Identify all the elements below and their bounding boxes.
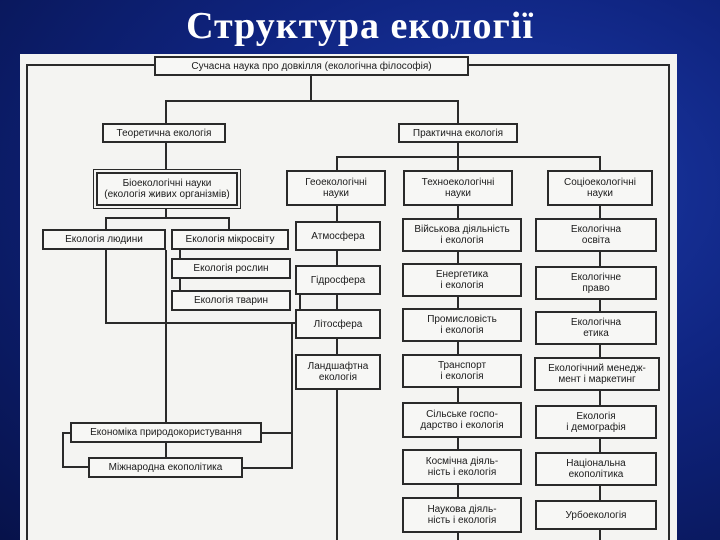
techno-item-agriculture: Сільське госпо- дарство і екологія	[402, 402, 522, 438]
nature-economics-left-line	[62, 432, 74, 434]
ecopolitics-left-line	[62, 466, 88, 468]
geo-item-atmosphere: Атмосфера	[295, 221, 381, 251]
theoretical-up-line	[165, 100, 167, 123]
bioecology-down-line	[165, 206, 167, 218]
socio-item-law: Екологічне право	[535, 266, 657, 300]
plants-animals-right-line	[299, 268, 301, 324]
theoretical-ecology-node: Теоретична екологія	[102, 123, 226, 143]
geo-item-landscape-ecology: Ландшафтна екологія	[295, 354, 381, 390]
branch-horizontal-line	[165, 100, 458, 102]
techno-item-energy: Енергетика і екологія	[402, 263, 522, 297]
panel-frame-left-line	[26, 64, 28, 540]
micro-ecology-up-line	[228, 217, 230, 229]
theoretical-join-line	[291, 322, 293, 469]
socio-item-education: Екологічна освіта	[535, 218, 657, 252]
socio-item-demography: Екологія і демографія	[535, 405, 657, 439]
socio-item-national-ecopolitics: Національна екополітика	[535, 452, 657, 486]
practical-ecology-node: Практична екологія	[398, 123, 518, 143]
root-down-line	[310, 74, 312, 102]
nature-economics-right-line	[261, 432, 293, 434]
geo-sciences-node: Геоекологічні науки	[286, 170, 386, 206]
techno-item-science: Наукова діяль- ність і екологія	[402, 497, 522, 533]
human-ecology-return-line	[105, 322, 301, 324]
root-node: Сучасна наука про довкілля (екологічна ф…	[154, 56, 469, 76]
techno-item-space: Космічна діяль- ність і екологія	[402, 449, 522, 485]
micro-ecology-node: Екологія мікросвіту	[171, 229, 289, 250]
practical-down-line	[457, 142, 459, 157]
nature-economics-node: Економіка природокористування	[70, 422, 262, 443]
bioecology-node: Біоекологічні науки (екологія живих орга…	[96, 172, 238, 206]
geo-item-lithosphere: Літосфера	[295, 309, 381, 339]
theoretical-main-line	[165, 250, 167, 464]
socio-up-line	[599, 156, 601, 170]
techno-item-industry: Промисловість і екологія	[402, 308, 522, 342]
ecopolitics-right-line	[243, 467, 293, 469]
root-left-line	[26, 64, 154, 66]
diagram-panel: Сучасна наука про довкілля (екологічна ф…	[20, 54, 677, 540]
human-ecology-down-line	[105, 250, 107, 324]
panel-frame-right-line	[668, 64, 670, 540]
slide-title: Структура екології	[186, 5, 534, 47]
theoretical-down-line	[165, 142, 167, 172]
geo-up-line	[336, 156, 338, 170]
techno-item-military: Військова діяльність і екологія	[402, 218, 522, 252]
human-ecology-node: Екологія людини	[42, 229, 166, 250]
animal-ecology-node: Екологія тварин	[171, 290, 291, 311]
nature-economics-down-line	[62, 432, 64, 468]
practical-up-line	[457, 100, 459, 123]
techno-up-line	[457, 156, 459, 170]
practical-split-line	[336, 156, 600, 158]
techno-sciences-node: Техноекологічні науки	[403, 170, 513, 206]
plant-ecology-node: Екологія рослин	[171, 258, 291, 279]
techno-item-transport: Транспорт і екологія	[402, 354, 522, 388]
socio-sciences-node: Соціоекологічні науки	[547, 170, 653, 206]
socio-item-ethics: Екологічна етика	[535, 311, 657, 345]
socio-item-urban-ecology: Урбоекологія	[535, 500, 657, 530]
root-right-line	[469, 64, 669, 66]
international-ecopolitics-node: Міжнародна екополітика	[88, 457, 243, 478]
geo-item-hydrosphere: Гідросфера	[295, 265, 381, 295]
bioecology-split-line	[105, 217, 229, 219]
human-ecology-up-line	[105, 217, 107, 229]
socio-item-management: Екологічний менедж- мент і маркетинг	[534, 357, 660, 391]
